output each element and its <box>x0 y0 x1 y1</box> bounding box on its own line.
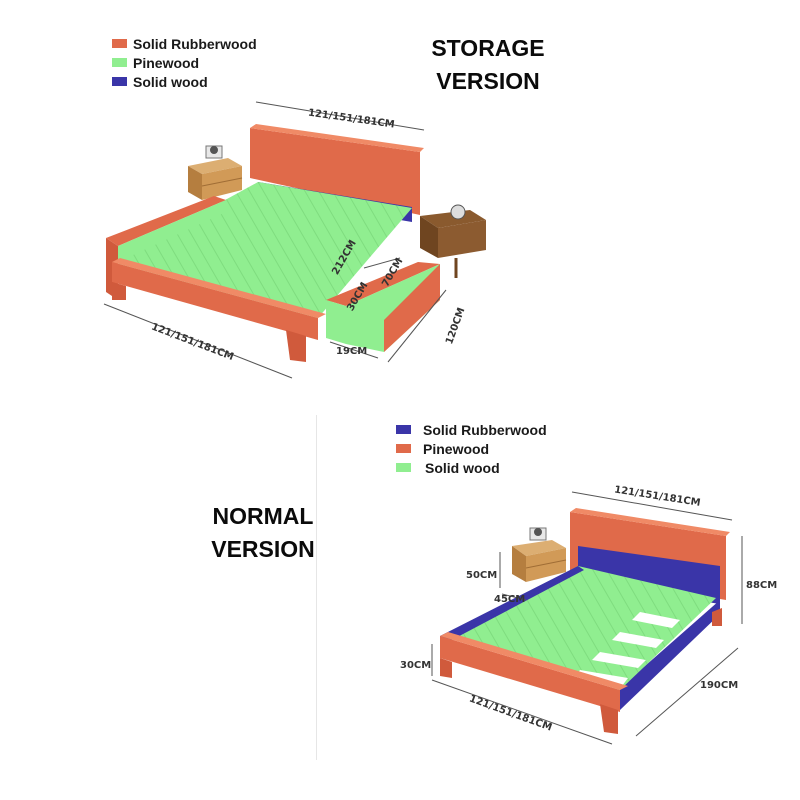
legend-label: Solid Rubberwood <box>133 35 257 52</box>
normal-headboard-panel <box>578 546 720 604</box>
solidwood-swatch <box>396 425 411 434</box>
normal-legend-item-solidwood: Solid wood <box>396 458 547 477</box>
title-line: VERSION <box>211 536 315 562</box>
storage-headboard <box>250 128 420 215</box>
normal-legend: Solid Rubberwood Pinewood Solid wood <box>396 420 547 477</box>
solidwood-swatch <box>112 77 127 86</box>
storage-nightstand-left <box>188 145 243 200</box>
dim-normal-bed-height: 30CM <box>400 660 431 671</box>
storage-front-rail <box>112 262 318 340</box>
storage-legend-item-pinewood: Pinewood <box>112 53 257 72</box>
pinewood-swatch <box>396 463 411 472</box>
dim-normal-length: 190CM <box>700 680 738 691</box>
normal-side-rail <box>620 600 720 710</box>
rubberwood-swatch <box>112 39 127 48</box>
legend-label: Solid wood <box>133 73 208 90</box>
normal-slats <box>448 566 716 690</box>
dim-storage-headboard-width: 121/151/181CM <box>307 108 395 131</box>
storage-version-title: STORAGE VERSION <box>418 32 558 98</box>
dim-normal-headboard-width: 121/151/181CM <box>613 484 701 509</box>
storage-drawer <box>326 257 440 352</box>
legend-label: Pinewood <box>133 54 200 71</box>
normal-version-title: NORMAL VERSION <box>200 500 326 566</box>
dim-storage-front-width: 121/151/181CM <box>150 321 235 363</box>
title-line: VERSION <box>436 68 540 94</box>
normal-legend-item-pinewood: Pinewood <box>396 439 547 458</box>
normal-front-rail <box>440 636 620 712</box>
dim-normal-nightstand-height: 50CM <box>466 570 497 581</box>
alarm-clock-icon <box>450 204 466 220</box>
legend-label: Pinewood <box>423 440 490 457</box>
storage-bed: 121/151/181CM 121/151/181CM 212CM 30CM 7… <box>103 101 486 379</box>
dim-normal-front-width: 121/151/181CM <box>468 693 554 733</box>
dim-storage-drawer-length: 120CM <box>444 306 467 346</box>
plant-icon <box>210 146 218 154</box>
title-line: STORAGE <box>431 35 545 61</box>
storage-legend-item-solidwood: Solid wood <box>112 72 257 91</box>
pinewood-swatch <box>112 58 127 67</box>
storage-nightstand-right <box>420 204 486 278</box>
dim-normal-headboard-height: 88CM <box>746 580 777 591</box>
normal-nightstand <box>512 527 567 582</box>
storage-legend: Solid Rubberwood Pinewood Solid wood <box>112 34 257 91</box>
plant-icon <box>534 528 542 536</box>
storage-slats <box>112 182 412 318</box>
dim-storage-drawer-depth: 19CM <box>336 346 367 357</box>
storage-legend-item-rubberwood: Solid Rubberwood <box>112 34 257 53</box>
rubberwood-swatch <box>396 444 411 453</box>
normal-legend-item-rubberwood: Solid Rubberwood <box>396 420 547 439</box>
normal-bed: 121/151/181CM 121/151/181CM 50CM 45CM 30… <box>400 484 777 745</box>
legend-label: Solid wood <box>425 459 500 476</box>
title-line: NORMAL <box>212 503 314 529</box>
storage-left-compartment <box>118 200 226 262</box>
dim-normal-nightstand-width: 45CM <box>494 594 525 605</box>
section-divider <box>316 415 317 760</box>
legend-label: Solid Rubberwood <box>423 421 547 438</box>
